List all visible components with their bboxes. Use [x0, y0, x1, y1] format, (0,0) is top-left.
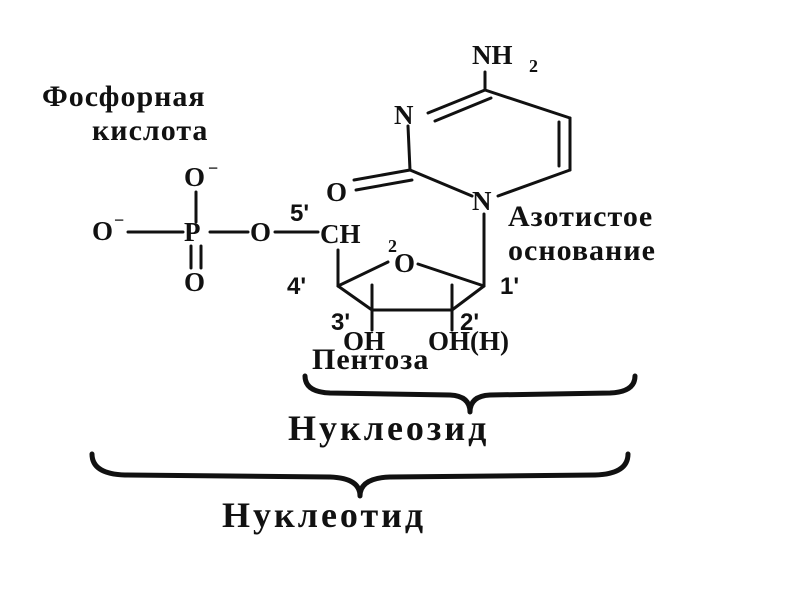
ch2-subscript: 2 [388, 236, 397, 256]
bond-ring-o-c1 [416, 262, 486, 288]
phosphoric-acid-label-line2: кислота [92, 114, 208, 147]
phosphate-oxygen-bottom: O [184, 267, 205, 297]
amino-subscript: 2 [529, 56, 538, 76]
bond-c2-o [352, 168, 412, 182]
bond-c4-n3-double [433, 96, 493, 123]
phosphoric-acid-label-line1: Фосфорная [42, 80, 206, 113]
amino-group: NH [472, 40, 513, 70]
phosphate-oxygen-left-charge: − [114, 210, 124, 230]
bond-c4-ring-o [336, 260, 390, 288]
hydroxyl-2-or-hydrogen: OH(H) [428, 326, 509, 356]
ch2-group: CH [320, 219, 361, 249]
hydroxyl-3: OH [343, 326, 385, 356]
pentose-label: Пентоза [312, 343, 429, 376]
carbon-number-5: 5' [290, 200, 309, 227]
phosphate-oxygen-top: O [184, 162, 205, 192]
ring-nitrogen-3: N [394, 100, 414, 130]
carbon-number-1: 1' [500, 273, 519, 300]
nucleotide-brace [89, 451, 631, 499]
bond-c2-o-double [354, 178, 414, 192]
bond-n3-c2 [406, 124, 412, 172]
nucleotide-label: Нуклеотид [222, 495, 426, 535]
carbon-number-4: 4' [287, 273, 306, 300]
carbon-number-2: 2' [460, 309, 479, 336]
phosphorus-atom: P [184, 217, 201, 247]
bond-c2-c1 [450, 284, 486, 312]
bond-n1-c6 [496, 168, 572, 198]
bond-c5-c4 [483, 88, 572, 120]
pentose-brace [302, 373, 638, 415]
bond-c2-n1 [408, 168, 474, 198]
bond-c4-c3 [336, 284, 374, 312]
bond-c4-n3 [426, 88, 487, 115]
phosphate-oxygen-top-charge: − [208, 158, 218, 178]
phosphate-oxygen-left: O [92, 216, 113, 246]
nitrogenous-base-label-line1: Азотистое [508, 200, 653, 233]
nitrogenous-base-label-line2: основание [508, 234, 656, 267]
bridge-oxygen: O [250, 217, 271, 247]
carbonyl-oxygen: O [326, 177, 347, 207]
ring-oxygen: O [394, 248, 415, 278]
carbon-number-3: 3' [331, 309, 350, 336]
ring-nitrogen-1: N [472, 186, 492, 216]
nucleoside-label: Нуклеозид [288, 408, 489, 448]
